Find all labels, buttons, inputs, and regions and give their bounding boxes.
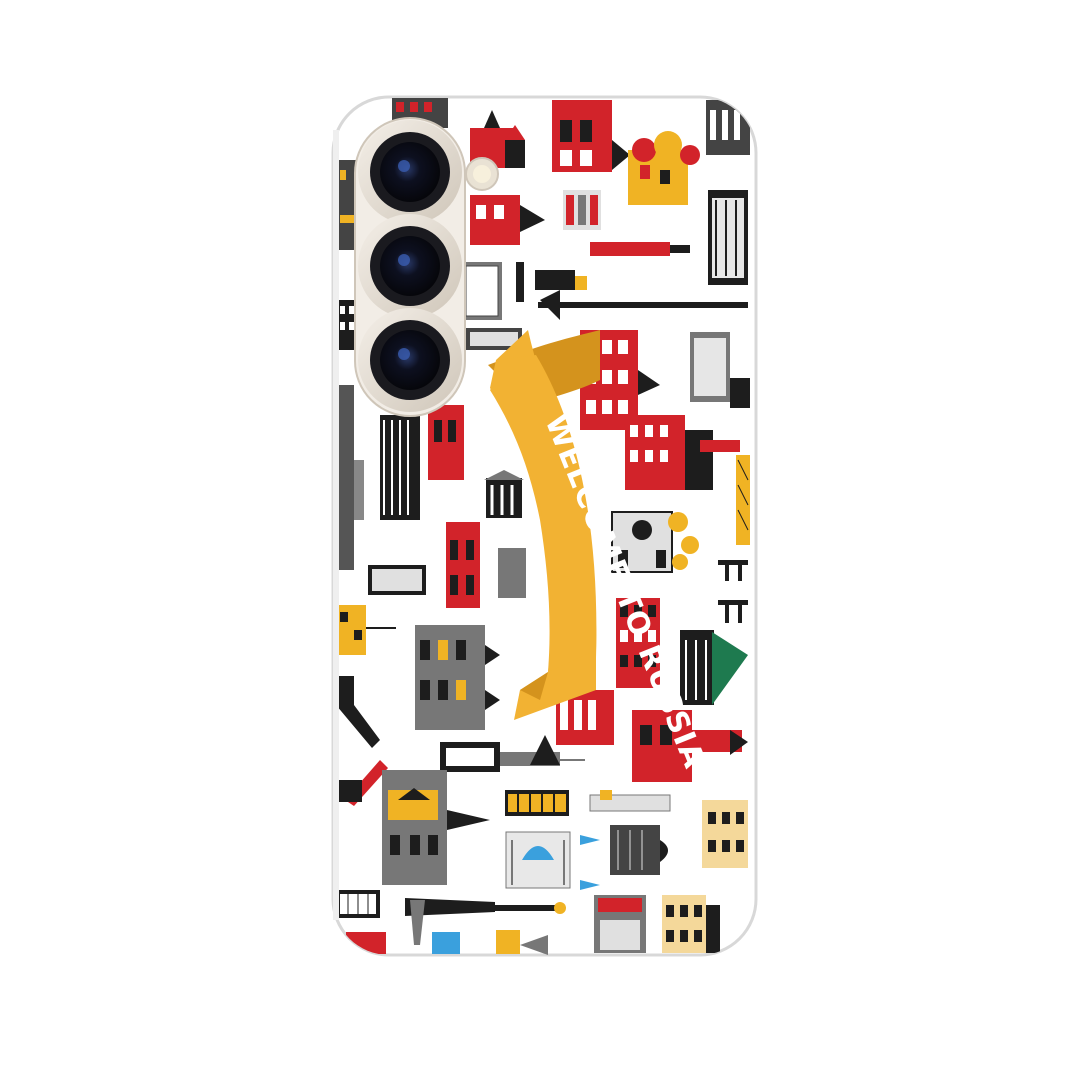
camera-lens-icon (358, 214, 462, 318)
landmark-building-icon (462, 190, 748, 350)
camera-module (354, 117, 499, 417)
landmark-building-icon (382, 735, 748, 890)
landmark-building-icon (556, 511, 748, 782)
landmark-building-icon (405, 895, 720, 955)
camera-lens-icon (358, 120, 462, 224)
case-edge (333, 130, 339, 920)
landmark-building-icon (336, 160, 396, 954)
flash-icon (465, 157, 499, 191)
landmark-building-icon (368, 405, 526, 730)
camera-lens-icon (358, 308, 462, 412)
